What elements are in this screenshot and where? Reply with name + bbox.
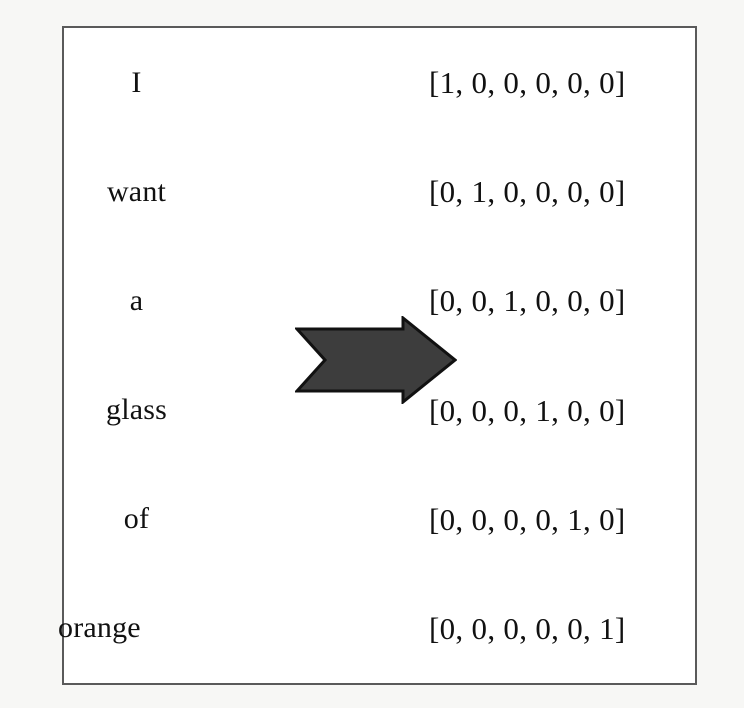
table-row-vector: [1, 0, 0, 0, 0, 0] bbox=[429, 65, 626, 101]
table-row-word: want bbox=[106, 174, 167, 208]
table-row-word: a bbox=[129, 283, 144, 317]
encoding-row-list: I [1, 0, 0, 0, 0, 0] want [0, 1, 0, 0, 0… bbox=[58, 28, 695, 683]
table-row-word: I bbox=[131, 65, 142, 99]
table-row-vector: [0, 0, 1, 0, 0, 0] bbox=[429, 283, 626, 319]
encoding-panel: I [1, 0, 0, 0, 0, 0] want [0, 1, 0, 0, 0… bbox=[58, 26, 697, 685]
table-row-vector: [0, 0, 0, 1, 0, 0] bbox=[429, 392, 626, 428]
table-row-word: glass bbox=[106, 393, 167, 427]
table-row-word: of bbox=[123, 502, 150, 536]
table-row-word: orange bbox=[58, 611, 141, 645]
table-row-vector: [0, 0, 0, 0, 1, 0] bbox=[429, 501, 626, 537]
table-row-vector: [0, 1, 0, 0, 0, 0] bbox=[429, 174, 626, 210]
table-row-vector: [0, 0, 0, 0, 0, 1] bbox=[429, 610, 626, 646]
